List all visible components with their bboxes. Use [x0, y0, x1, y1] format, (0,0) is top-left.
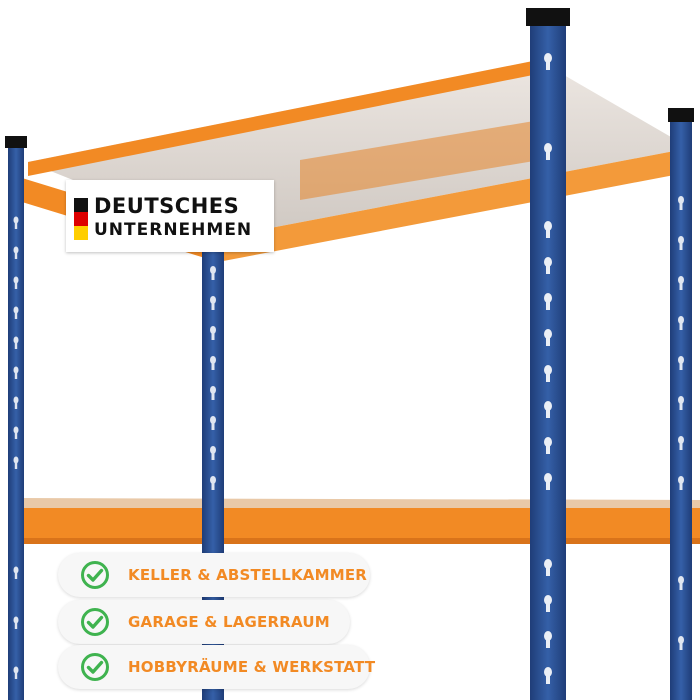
top-shelf-beam: [300, 120, 540, 200]
check-circle-icon: [81, 561, 109, 589]
post-front-right: [530, 20, 566, 700]
post-slots-right: [678, 196, 684, 650]
top-shelf-right-edge: [218, 148, 690, 262]
flag-stripe-gold: [74, 226, 88, 240]
bottom-shelf-shade: [18, 538, 700, 544]
german-company-badge: DEUTSCHES UNTERNEHMEN: [66, 180, 274, 252]
badge-title: DEUTSCHES: [94, 194, 240, 218]
german-flag-icon: [74, 198, 88, 240]
check-circle-icon: [81, 653, 109, 681]
post-cap-right: [668, 108, 694, 122]
feature-item-2: GARAGE & LAGERRAUM: [58, 600, 350, 644]
feature-label: GARAGE & LAGERRAUM: [128, 613, 330, 631]
post-slots-left: [13, 216, 19, 679]
post-slots-back: [210, 266, 216, 490]
post-cap-left: [5, 136, 27, 148]
feature-label: HOBBYRÄUME & WERKSTATT: [128, 658, 376, 676]
post-cap-front-right: [526, 8, 570, 26]
badge-subtitle: UNTERNEHMEN: [94, 220, 253, 240]
bottom-shelf-surface: [18, 498, 700, 510]
flag-stripe-black: [74, 198, 88, 212]
feature-label: KELLER & ABSTELLKAMMER: [128, 566, 368, 584]
feature-item-3: HOBBYRÄUME & WERKSTATT: [58, 645, 375, 689]
post-left: [8, 142, 24, 700]
post-slots-front-right: [544, 53, 552, 684]
check-circle-icon: [81, 608, 109, 636]
feature-item-1: KELLER & ABSTELLKAMMER: [58, 553, 370, 597]
flag-stripe-red: [74, 212, 88, 226]
top-shelf-back-edge: [28, 60, 538, 176]
